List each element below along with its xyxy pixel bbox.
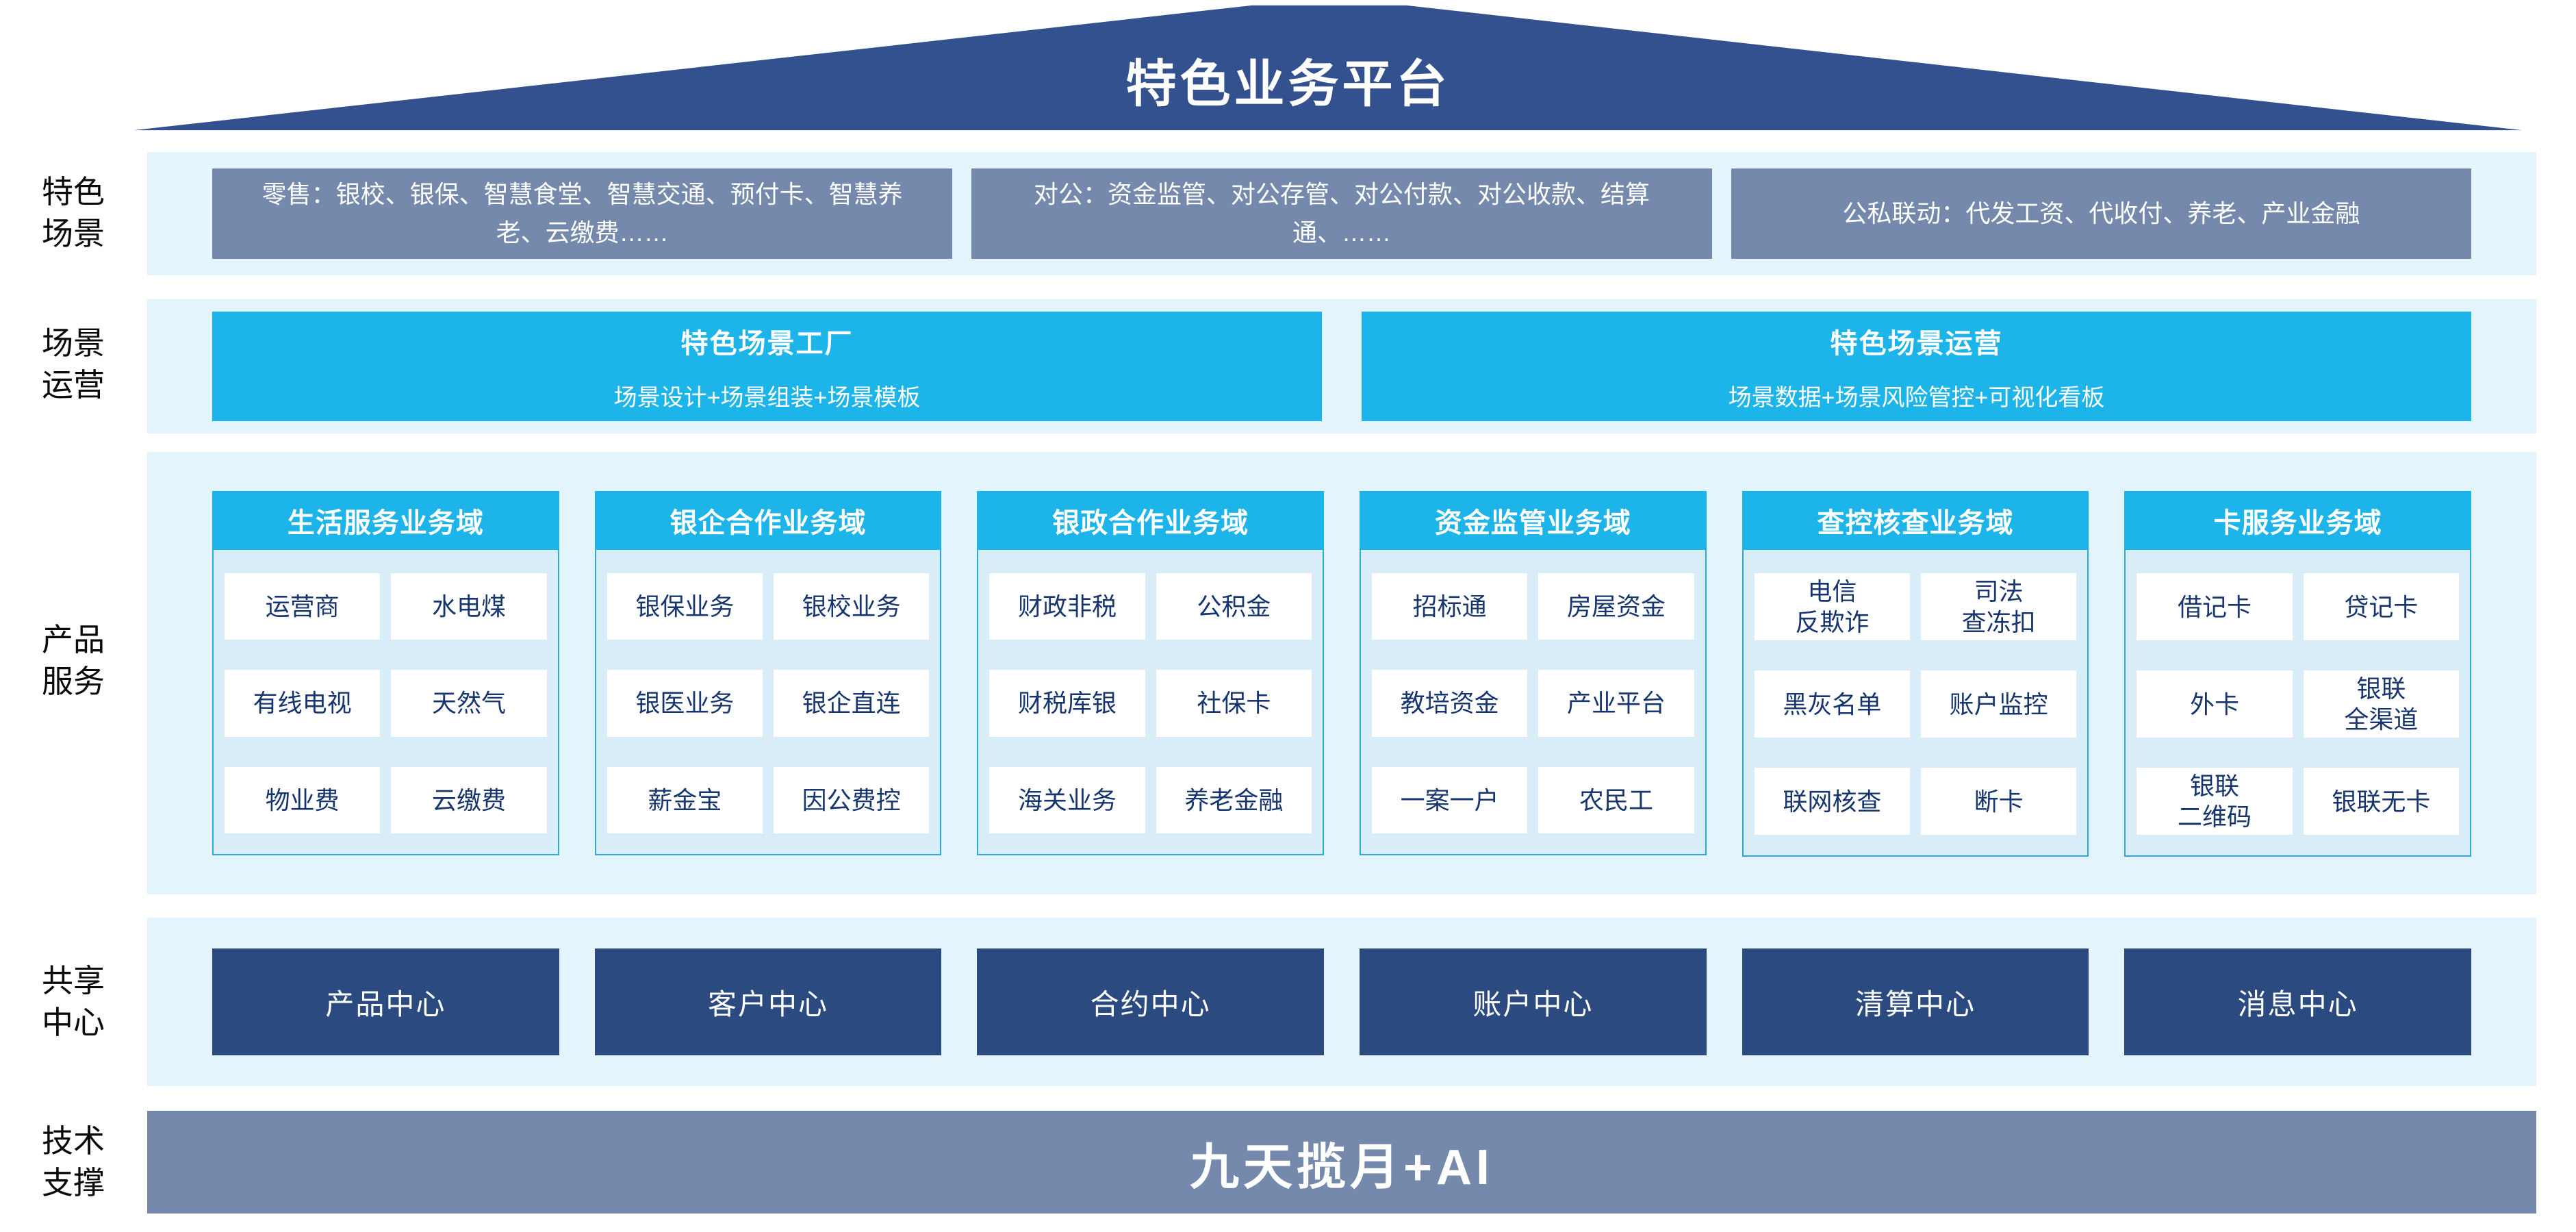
scenario-operation-subtitle: 场景数据+场景风险管控+可视化看板 xyxy=(1728,384,2105,411)
product-item: 有线电视 xyxy=(225,670,381,737)
product-item: 招标通 xyxy=(1371,573,1528,640)
scenario-factory-title: 特色场景工厂 xyxy=(680,328,854,359)
product-item: 薪金宝 xyxy=(607,766,763,833)
scenario-operation-box: 特色场景运营 场景数据+场景风险管控+可视化看板 xyxy=(1362,312,2471,421)
product-item: 水电煤 xyxy=(391,573,547,640)
product-item: 一案一户 xyxy=(1371,766,1528,833)
center-box-customer: 客户中心 xyxy=(594,948,942,1055)
center-box-message: 消息中心 xyxy=(2124,948,2471,1055)
domain-body-life-services: 运营商 水电煤 有线电视 天然气 物业费 云缴费 xyxy=(212,550,559,855)
side-label-product-services: 产品 服务 xyxy=(42,622,105,699)
product-item: 财政非税 xyxy=(989,573,1145,640)
side-label-scenario-operation: 场景 运营 xyxy=(42,325,105,403)
product-item: 司法 查冻扣 xyxy=(1920,573,2077,640)
domain-card-bank-government: 银政合作业务域 财政非税 公积金 财税库银 社保卡 海关业务 养老金融 xyxy=(977,491,1324,855)
product-item: 产业平台 xyxy=(1538,670,1694,737)
scenario-box-corporate: 对公：资金监管、对公存管、对公付款、对公收款、结算通、…… xyxy=(971,168,1712,259)
product-item: 海关业务 xyxy=(989,766,1145,833)
side-label-shared-centers: 共享 中心 xyxy=(42,963,105,1040)
product-item: 银校业务 xyxy=(773,573,930,640)
product-item: 社保卡 xyxy=(1156,670,1312,737)
product-item: 断卡 xyxy=(1920,768,2077,835)
domain-header-bank-enterprise: 银企合作业务域 xyxy=(594,491,942,550)
product-item: 银联 全渠道 xyxy=(2303,670,2459,738)
domain-body-inquiry-control: 电信 反欺诈 司法 查冻扣 黑灰名单 账户监控 联网核查 断卡 xyxy=(1742,550,2089,857)
product-item: 电信 反欺诈 xyxy=(1754,573,1910,640)
roof-banner: 特色业务平台 xyxy=(133,5,2522,131)
tech-support-bar: 九天揽月+AI xyxy=(147,1111,2536,1214)
product-item: 养老金融 xyxy=(1156,766,1312,833)
product-item: 银医业务 xyxy=(607,670,763,737)
product-item: 房屋资金 xyxy=(1538,573,1694,640)
product-item: 联网核查 xyxy=(1754,768,1910,835)
center-box-product: 产品中心 xyxy=(212,948,559,1055)
domain-header-card-services: 卡服务业务域 xyxy=(2124,491,2471,550)
product-item: 云缴费 xyxy=(391,766,547,833)
product-item: 教培资金 xyxy=(1371,670,1528,737)
product-item: 贷记卡 xyxy=(2303,573,2459,640)
domain-body-fund-supervision: 招标通 房屋资金 教培资金 产业平台 一案一户 农民工 xyxy=(1359,550,1707,855)
side-label-special-scenarios: 特色 场景 xyxy=(42,174,105,251)
center-box-clearing: 清算中心 xyxy=(1742,948,2089,1055)
side-label-tech-support: 技术 支撑 xyxy=(42,1123,105,1200)
special-scenarios-band: 零售：银校、银保、智慧食堂、智慧交通、预付卡、智慧养老、云缴费…… 对公：资金监… xyxy=(147,152,2536,275)
center-box-contract: 合约中心 xyxy=(977,948,1324,1055)
domain-header-fund-supervision: 资金监管业务域 xyxy=(1359,491,1707,550)
platform-title: 特色业务平台 xyxy=(1125,55,1451,112)
product-item: 农民工 xyxy=(1538,766,1694,833)
domain-header-life-services: 生活服务业务域 xyxy=(212,491,559,550)
domain-body-card-services: 借记卡 贷记卡 外卡 银联 全渠道 银联 二维码 银联无卡 xyxy=(2124,550,2471,857)
domain-header-inquiry-control: 查控核查业务域 xyxy=(1742,491,2089,550)
scenario-factory-subtitle: 场景设计+场景组装+场景模板 xyxy=(613,384,921,411)
scenario-operation-band: 特色场景工厂 场景设计+场景组装+场景模板 特色场景运营 场景数据+场景风险管控… xyxy=(147,299,2536,433)
scenario-box-public-private: 公私联动：代发工资、代收付、养老、产业金融 xyxy=(1731,168,2471,259)
product-item: 天然气 xyxy=(391,670,547,737)
product-item: 账户监控 xyxy=(1920,670,2077,738)
domain-card-card-services: 卡服务业务域 借记卡 贷记卡 外卡 银联 全渠道 银联 二维码 银联无卡 xyxy=(2124,491,2471,857)
product-item: 银联 二维码 xyxy=(2137,768,2293,835)
product-item: 银保业务 xyxy=(607,573,763,640)
product-item: 黑灰名单 xyxy=(1754,670,1910,738)
product-item: 财税库银 xyxy=(989,670,1145,737)
product-item: 运营商 xyxy=(225,573,381,640)
product-item: 外卡 xyxy=(2137,670,2293,738)
domain-body-bank-government: 财政非税 公积金 财税库银 社保卡 海关业务 养老金融 xyxy=(977,550,1324,855)
shared-centers-grid: 产品中心 客户中心 合约中心 账户中心 清算中心 消息中心 xyxy=(212,948,2471,1055)
scenario-operation-title: 特色场景运营 xyxy=(1830,328,2003,359)
scenario-grid: 零售：银校、银保、智慧食堂、智慧交通、预付卡、智慧养老、云缴费…… 对公：资金监… xyxy=(212,168,2471,259)
shared-centers-band: 产品中心 客户中心 合约中心 账户中心 清算中心 消息中心 xyxy=(147,918,2536,1086)
product-item: 物业费 xyxy=(225,766,381,833)
product-item: 银联无卡 xyxy=(2303,768,2459,835)
scenario-box-retail: 零售：银校、银保、智慧食堂、智慧交通、预付卡、智慧养老、云缴费…… xyxy=(212,168,953,259)
product-item: 银企直连 xyxy=(773,670,930,737)
product-item: 借记卡 xyxy=(2137,573,2293,640)
domain-body-bank-enterprise: 银保业务 银校业务 银医业务 银企直连 薪金宝 因公费控 xyxy=(594,550,942,855)
product-domains-grid: 生活服务业务域 运营商 水电煤 有线电视 天然气 物业费 云缴费 银企合作业务域… xyxy=(212,491,2471,857)
domain-card-inquiry-control: 查控核查业务域 电信 反欺诈 司法 查冻扣 黑灰名单 账户监控 联网核查 断卡 xyxy=(1742,491,2089,857)
domain-card-life-services: 生活服务业务域 运营商 水电煤 有线电视 天然气 物业费 云缴费 xyxy=(212,491,559,855)
product-services-band: 生活服务业务域 运营商 水电煤 有线电视 天然气 物业费 云缴费 银企合作业务域… xyxy=(147,452,2536,894)
product-item: 因公费控 xyxy=(773,766,930,833)
center-box-account: 账户中心 xyxy=(1359,948,1707,1055)
domain-card-fund-supervision: 资金监管业务域 招标通 房屋资金 教培资金 产业平台 一案一户 农民工 xyxy=(1359,491,1707,855)
operation-grid: 特色场景工厂 场景设计+场景组装+场景模板 特色场景运营 场景数据+场景风险管控… xyxy=(212,312,2471,421)
domain-header-bank-government: 银政合作业务域 xyxy=(977,491,1324,550)
scenario-factory-box: 特色场景工厂 场景设计+场景组装+场景模板 xyxy=(212,312,1322,421)
domain-card-bank-enterprise: 银企合作业务域 银保业务 银校业务 银医业务 银企直连 薪金宝 因公费控 xyxy=(594,491,942,855)
product-item: 公积金 xyxy=(1156,573,1312,640)
